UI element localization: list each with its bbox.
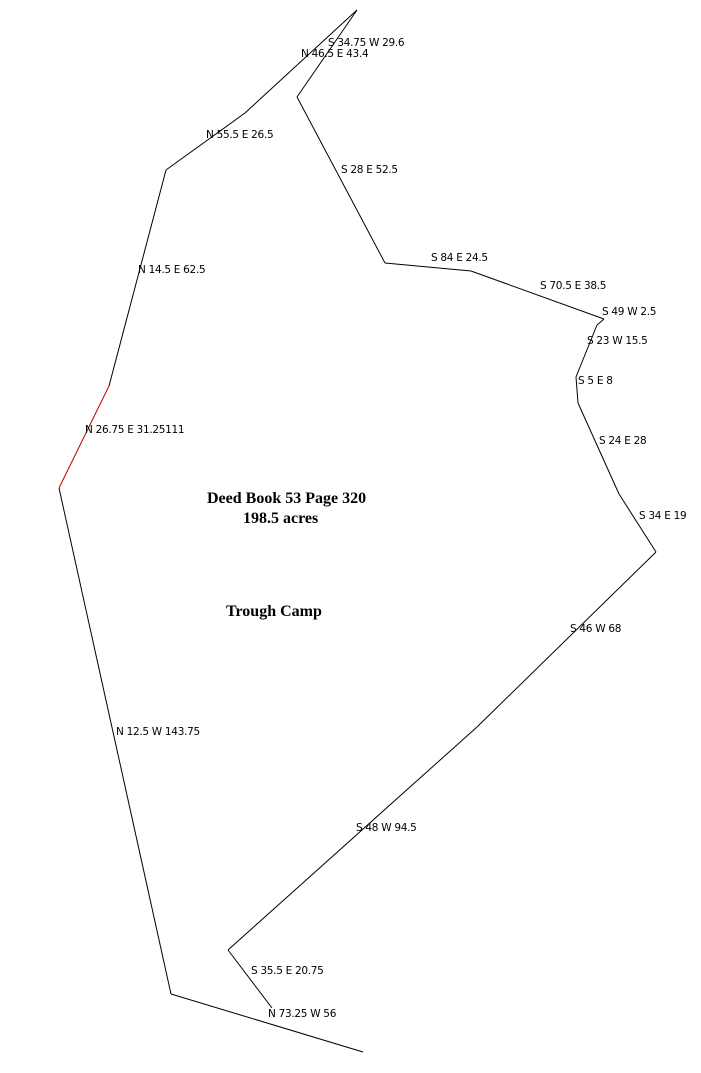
boundary-segment [108,169,167,387]
boundary-segment [384,262,472,272]
boundary-segment [618,493,657,553]
call-label: S 28 E 52.5 [341,164,398,176]
call-label: S 84 E 24.5 [431,252,488,264]
call-label: N 73.25 W 56 [268,1008,337,1020]
boundary-segment [227,726,478,951]
tract-name: Trough Camp [226,603,322,620]
call-label: S 48 W 94.5 [356,822,417,834]
call-label: S 70.5 E 38.5 [540,280,607,292]
boundary-segment [596,318,605,326]
call-label: S 23 W 15.5 [587,335,648,347]
boundary-segment [244,9,358,114]
boundary-segment [476,551,657,728]
call-label: S 5 E 8 [578,375,613,387]
call-label: N 55.5 E 26.5 [206,129,274,141]
boundary-segment [165,112,246,171]
call-label: N 12.5 W 143.75 [116,726,200,738]
call-label: S 35.5 E 20.75 [251,965,324,977]
boundary-segment [575,324,598,378]
call-label-highlighted: N 26.75 E 31.25111 [85,424,185,436]
boundary-segment-highlighted [58,385,110,489]
call-label: S 34.75 W 29.6 [328,37,405,49]
call-label: S 34 E 19 [639,510,687,522]
boundary-segment [577,402,620,495]
call-label: N 46.5 E 43.4 [301,48,369,60]
call-label: S 46 W 68 [570,623,622,635]
boundary-segment [296,9,358,98]
boundary-segment [227,949,273,1009]
boundary-segment [170,993,364,1053]
deed-reference: Deed Book 53 Page 320 [207,490,367,507]
call-label: N 14.5 E 62.5 [138,264,206,276]
boundary-segment [296,96,386,264]
boundary-segment [470,270,605,320]
call-label: S 49 W 2.5 [602,306,657,318]
boundary-segment [575,376,579,404]
call-label: S 24 E 28 [599,435,647,447]
acreage: 198.5 acres [243,510,319,527]
boundary-segment [58,487,172,995]
